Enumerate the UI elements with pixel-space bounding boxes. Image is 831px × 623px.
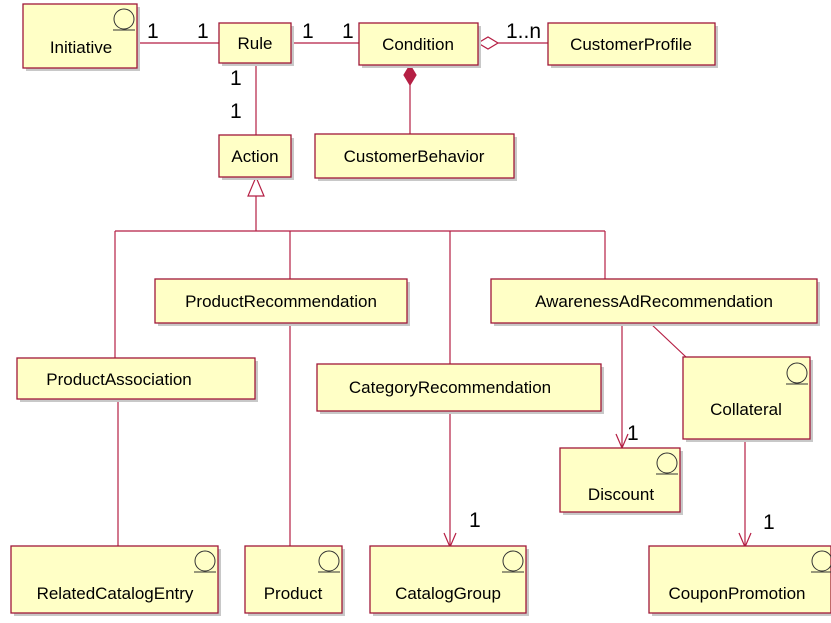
class-collateral[interactable]: Collateral bbox=[682, 356, 813, 442]
multiplicity-label: 1 bbox=[302, 20, 314, 43]
class-name: RelatedCatalogEntry bbox=[37, 584, 194, 603]
class-name: CategoryRecommendation bbox=[349, 378, 551, 397]
multiplicity-label: 1 bbox=[230, 100, 242, 123]
generalization-triangle-icon bbox=[247, 175, 265, 197]
entity-icon bbox=[113, 8, 135, 30]
multiplicity-label: 1 bbox=[342, 20, 354, 43]
multiplicity-label: 1 bbox=[197, 20, 209, 43]
composition-diamond-icon bbox=[403, 63, 417, 87]
entity-icon bbox=[318, 550, 340, 572]
multiplicity-label: 1 bbox=[763, 511, 775, 534]
class-name: CouponPromotion bbox=[668, 584, 805, 603]
multiplicity-label: 1 bbox=[147, 20, 159, 43]
multiplicity-label: 1..n bbox=[506, 20, 541, 43]
multiplicity-label: 1 bbox=[230, 67, 242, 90]
class-related-catalog-entry[interactable]: RelatedCatalogEntry bbox=[10, 545, 221, 616]
class-initiative[interactable]: Initiative bbox=[22, 3, 140, 71]
class-name: Discount bbox=[588, 485, 654, 504]
class-name: ProductRecommendation bbox=[185, 292, 377, 311]
aggregation-diamond-icon bbox=[476, 36, 500, 50]
entity-icon bbox=[194, 550, 216, 572]
class-name: Condition bbox=[382, 35, 454, 54]
adornments bbox=[247, 36, 752, 549]
edge-awareness-collateral bbox=[649, 322, 687, 358]
class-name: CatalogGroup bbox=[395, 584, 501, 603]
class-product-recommendation[interactable]: ProductRecommendation bbox=[154, 278, 410, 326]
class-product[interactable]: Product bbox=[244, 545, 345, 616]
multiplicities: 1 1 1 1 1..n 1 1 1 1 1 bbox=[147, 20, 775, 534]
entity-icon bbox=[811, 550, 831, 572]
class-rule[interactable]: Rule bbox=[218, 22, 294, 66]
entity-icon bbox=[656, 452, 678, 474]
class-customer-behavior[interactable]: CustomerBehavior bbox=[314, 133, 517, 181]
class-condition[interactable]: Condition bbox=[358, 22, 481, 68]
entity-icon bbox=[786, 362, 808, 384]
class-name: Collateral bbox=[710, 400, 782, 419]
class-category-recommendation[interactable]: CategoryRecommendation bbox=[316, 363, 604, 414]
class-name: AwarenessAdRecommendation bbox=[535, 292, 773, 311]
class-name: Initiative bbox=[50, 38, 112, 57]
class-product-association[interactable]: ProductAssociation bbox=[16, 357, 258, 402]
class-discount[interactable]: Discount bbox=[559, 447, 683, 515]
entity-icon bbox=[502, 550, 524, 572]
multiplicity-label: 1 bbox=[469, 509, 481, 532]
class-customer-profile[interactable]: CustomerProfile bbox=[547, 22, 718, 68]
class-name: Product bbox=[264, 584, 323, 603]
class-action[interactable]: Action bbox=[218, 134, 294, 180]
class-name: ProductAssociation bbox=[46, 370, 192, 389]
class-name: CustomerProfile bbox=[570, 35, 692, 54]
class-catalog-group[interactable]: CatalogGroup bbox=[369, 545, 529, 616]
class-awareness-ad-recommendation[interactable]: AwarenessAdRecommendation bbox=[490, 278, 820, 326]
class-name: Action bbox=[231, 147, 278, 166]
class-name: CustomerBehavior bbox=[344, 147, 485, 166]
multiplicity-label: 1 bbox=[627, 422, 639, 445]
class-coupon-promotion[interactable]: CouponPromotion bbox=[648, 545, 831, 616]
class-name: Rule bbox=[238, 34, 273, 53]
connectors bbox=[114, 42, 746, 546]
